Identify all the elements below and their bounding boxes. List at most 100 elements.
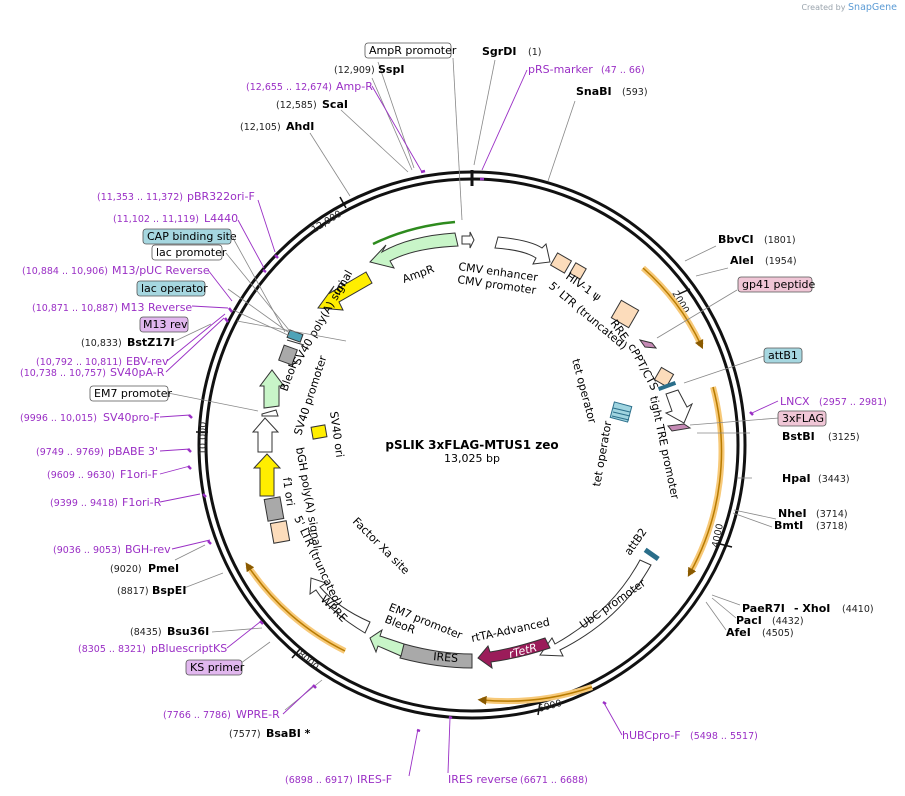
site-afei-name: AfeI bbox=[726, 626, 751, 639]
tick-label-4000: 4000 bbox=[710, 523, 726, 549]
primer-iresrev-name: IRES reverse bbox=[448, 773, 518, 786]
primer-ebv-name: EBV-rev bbox=[126, 355, 169, 368]
credit-prefix: Created by bbox=[801, 3, 846, 12]
sv40-promoter-arrow bbox=[261, 409, 279, 417]
site-ahdi-name: AhdI bbox=[286, 120, 314, 133]
ires-box bbox=[399, 643, 473, 669]
bgh-polya-label: bGH poly(A) signal bbox=[293, 446, 324, 549]
primer-l4440-name: L4440 bbox=[204, 212, 238, 225]
site-sgrdi-name: SgrDI bbox=[482, 45, 516, 58]
site-sgrdi-pos: (1) bbox=[528, 47, 541, 58]
site-bstbi-pos: (3125) bbox=[828, 432, 860, 443]
primer-lines bbox=[159, 69, 779, 777]
primer-pbr322-name: pBR322ori-F bbox=[187, 190, 255, 203]
sv40-polya-label: SV40 poly(A) signal bbox=[290, 268, 355, 368]
hiv-psi-box bbox=[549, 252, 573, 274]
snapgene-credit: Created by SnapGene bbox=[801, 2, 897, 13]
ampr-label: AmpR bbox=[401, 262, 437, 286]
primer-ampr-pos: (12,655 .. 12,674) bbox=[246, 82, 332, 93]
site-bbvci-name: BbvCI bbox=[718, 233, 754, 246]
primer-m13puc-name: M13/pUC Reverse bbox=[112, 264, 210, 277]
box-3xflag: 3xFLAG bbox=[782, 412, 824, 425]
primer-sv40pro-pos: (9996 .. 10,015) bbox=[20, 413, 97, 424]
bgh-box bbox=[263, 496, 285, 522]
site-hpai-pos: (3443) bbox=[818, 474, 850, 485]
primer-lncx-name: LNCX bbox=[780, 395, 810, 408]
bleor-bottom-arrow bbox=[369, 628, 405, 657]
primer-pbabe-name: pBABE 3' bbox=[108, 445, 158, 458]
site-sspi-pos: (12,909) bbox=[334, 65, 375, 76]
primer-iresrev-pos: (6671 .. 6688) bbox=[520, 775, 588, 786]
box-ampr-promoter: AmpR promoter bbox=[369, 44, 457, 57]
primer-lncx-pos: (2957 .. 2981) bbox=[819, 397, 887, 408]
primer-sv40pa-pos: (10,738 .. 10,757) bbox=[20, 368, 106, 379]
rre-box bbox=[610, 299, 640, 329]
site-paci-name: PacI bbox=[736, 614, 762, 627]
ampr-outer-arc bbox=[372, 220, 456, 246]
tick-label-10000: 10,000 bbox=[198, 422, 209, 455]
primer-iresf-name: IRES-F bbox=[357, 773, 392, 786]
sv40-polya-box bbox=[278, 344, 298, 366]
site-bsabi-pos: (7577) bbox=[229, 729, 261, 740]
site-sspi-name: SspI bbox=[378, 63, 404, 76]
sv40-ori-label: SV40 ori bbox=[327, 411, 346, 459]
box-lac-operator: lac operator bbox=[141, 282, 208, 295]
ires-label: IRES bbox=[433, 650, 459, 665]
primer-f1orif-name: F1ori-F bbox=[120, 468, 158, 481]
tet-operator-2-label: tet operator bbox=[590, 420, 614, 488]
flag-marker bbox=[667, 423, 692, 432]
tre-arrow bbox=[664, 389, 694, 424]
site-pmei-pos: (9020) bbox=[110, 564, 142, 575]
ampr-arrow bbox=[369, 232, 459, 269]
primer-hubc-pos: (5498 .. 5517) bbox=[690, 731, 758, 742]
ori-arrow bbox=[317, 271, 373, 311]
primer-ampr-name: Amp-R bbox=[336, 80, 373, 93]
primer-ebv-pos: (10,792 .. 10,811) bbox=[36, 357, 122, 368]
primer-hubc-name: hUBCpro-F bbox=[622, 729, 681, 742]
primer-iresf-pos: (6898 .. 6917) bbox=[285, 775, 353, 786]
site-bspei-name: BspEI bbox=[152, 584, 186, 597]
site-snabi-name: SnaBI bbox=[576, 85, 612, 98]
site-afei-pos: (4505) bbox=[762, 628, 794, 639]
primer-labels: pRS-marker (47 .. 66) (12,655 .. 12,674)… bbox=[20, 63, 887, 786]
rtetr-label: rTetR bbox=[507, 641, 538, 661]
site-alei-pos: (1954) bbox=[765, 256, 797, 267]
primer-bgh-pos: (9036 .. 9053) bbox=[53, 545, 121, 556]
box-m13-rev: M13 rev bbox=[143, 318, 188, 331]
primer-pbr322-pos: (11,353 .. 11,372) bbox=[97, 192, 183, 203]
cppt-label: cPPT/CTS bbox=[625, 341, 660, 392]
attb1-bar bbox=[657, 381, 677, 391]
site-paci-pos: (4432) bbox=[772, 616, 804, 627]
primer-m13rev-name: M13 Reverse bbox=[121, 301, 192, 314]
site-nhei-name: NheI bbox=[778, 507, 807, 520]
plasmid-name: pSLIK 3xFLAG-MTUS1 zeo bbox=[385, 438, 558, 452]
site-scai-name: ScaI bbox=[322, 98, 348, 111]
ubc-label: UbC promoter bbox=[577, 576, 648, 631]
rtetr-arrow bbox=[477, 637, 551, 670]
primer-pbluescript-pos: (8305 .. 8321) bbox=[78, 644, 146, 655]
wpre-arrow bbox=[309, 577, 371, 634]
box-cap-binding: CAP binding site bbox=[147, 230, 237, 243]
attb2-bar bbox=[643, 547, 660, 562]
site-bmti-name: BmtI bbox=[774, 519, 803, 532]
site-bstz17i-pos: (10,833) bbox=[81, 338, 122, 349]
site-bstbi-name: BstBI bbox=[782, 430, 815, 443]
primer-prs-marker-pos: (47 .. 66) bbox=[601, 65, 645, 76]
site-bbvci-pos: (1801) bbox=[764, 235, 796, 246]
f1-ori-label: f1 ori bbox=[280, 477, 297, 507]
bleor-left-arrow bbox=[259, 369, 285, 409]
box-em7-promoter: EM7 promoter bbox=[94, 387, 172, 400]
primer-sv40pa-name: SV40pA-R bbox=[110, 366, 165, 379]
site-ahdi-pos: (12,105) bbox=[240, 122, 281, 133]
site-scai-pos: (12,585) bbox=[276, 100, 317, 111]
ampr-promoter-arrow bbox=[461, 231, 475, 249]
plasmid-length: 13,025 bp bbox=[444, 452, 500, 465]
ltr-box-right bbox=[653, 366, 675, 388]
site-xhoi-name: - XhoI bbox=[794, 602, 830, 615]
bleor-left-outline bbox=[251, 417, 280, 453]
site-bmti-pos: (3718) bbox=[816, 521, 848, 532]
leader-lines bbox=[167, 57, 780, 711]
snapgene-logo: SnapGene bbox=[848, 2, 897, 13]
ltr5-box-bottom bbox=[269, 520, 291, 544]
